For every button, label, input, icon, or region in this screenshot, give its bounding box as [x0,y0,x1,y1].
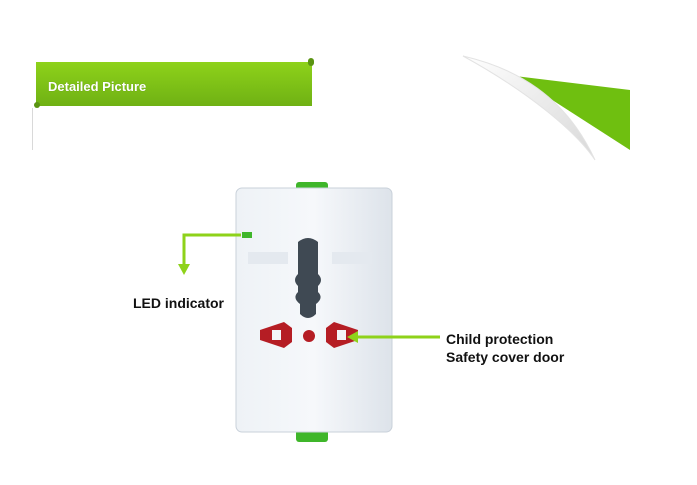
socket-adapter [235,182,393,442]
safety-cover-label: Safety cover door [446,349,565,365]
banner-divider [32,108,33,150]
led-indicator-label: LED indicator [133,295,225,311]
banner-title: Detailed Picture [48,79,147,94]
child-protection-label: Child protection [446,331,554,347]
page-curl-decoration [462,55,630,161]
title-banner [34,58,314,108]
